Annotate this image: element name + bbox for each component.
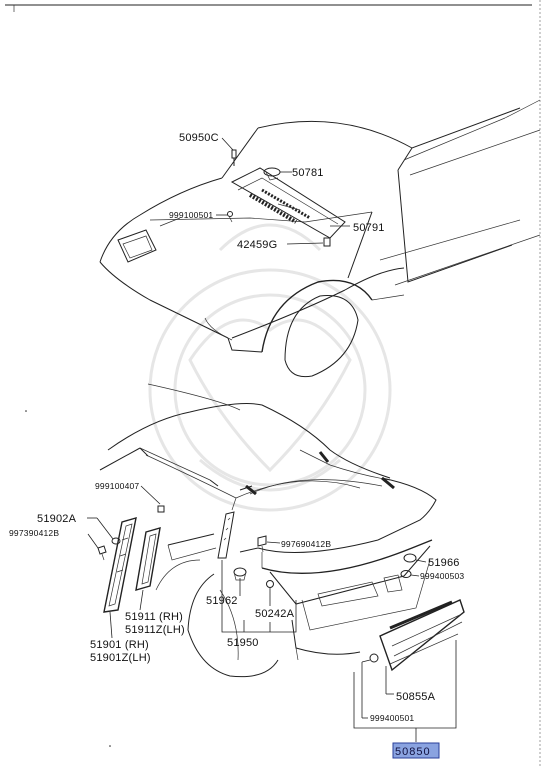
strip-51950 <box>217 511 235 559</box>
screw-997690412B <box>257 535 267 553</box>
side-louver-51911 <box>135 527 161 591</box>
stray-dot <box>25 410 27 412</box>
plug-42459G <box>323 237 331 247</box>
label-999100407: 999100407 <box>95 481 139 491</box>
stray-dot-2 <box>109 745 111 747</box>
screw-999100501 <box>227 211 233 223</box>
screw-50950C <box>231 149 237 166</box>
garnish-50850 <box>379 599 465 672</box>
label-50781: 50781 <box>292 167 324 179</box>
bumper-51966 <box>403 553 417 563</box>
label-51911Z: 51911Z(LH) <box>125 624 185 636</box>
upper-car-outline <box>99 99 541 378</box>
label-50791: 50791 <box>353 222 385 234</box>
clip-50242A <box>266 580 274 588</box>
label-997690412B: 997690412B <box>281 539 331 549</box>
label-51966: 51966 <box>428 557 460 569</box>
nut-999400503 <box>400 570 412 578</box>
clip-51902A <box>111 537 121 545</box>
label-51950: 51950 <box>227 637 259 649</box>
label-42459G: 42459G <box>237 239 277 251</box>
highlight-box <box>392 742 440 759</box>
clip-999100407 <box>157 505 165 513</box>
page-frame <box>5 0 541 768</box>
label-999400503: 999400503 <box>420 571 464 581</box>
label-51901: 51901 (RH) <box>90 639 149 651</box>
lower-car-outline <box>99 383 437 678</box>
label-50855A: 50855A <box>396 691 436 703</box>
label-997390412B: 997390412B <box>9 528 59 538</box>
label-999100501: 999100501 <box>169 210 213 220</box>
side-louver-51901 <box>103 517 137 613</box>
lower-labels: 999100407 51902A 997390412B 997690412B 5… <box>9 481 464 742</box>
label-999400501: 999400501 <box>370 713 414 723</box>
clip-999400501 <box>369 653 379 663</box>
label-50850: 50850 <box>395 746 431 758</box>
label-50950C: 50950C <box>179 132 219 144</box>
label-51902A: 51902A <box>37 513 77 525</box>
label-51911: 51911 (RH) <box>125 611 183 623</box>
cowl-clip-50781 <box>263 167 281 181</box>
screw-997390412B <box>97 545 107 561</box>
label-50242A: 50242A <box>255 608 295 620</box>
highlighted-part-50850[interactable]: 50850 <box>392 742 440 759</box>
watermark-seal <box>148 223 392 512</box>
upper-labels: 50950C 50781 999100501 50791 42459G <box>169 132 385 251</box>
cowl-grille-panel <box>230 167 346 239</box>
label-51901Z: 51901Z(LH) <box>90 652 151 664</box>
